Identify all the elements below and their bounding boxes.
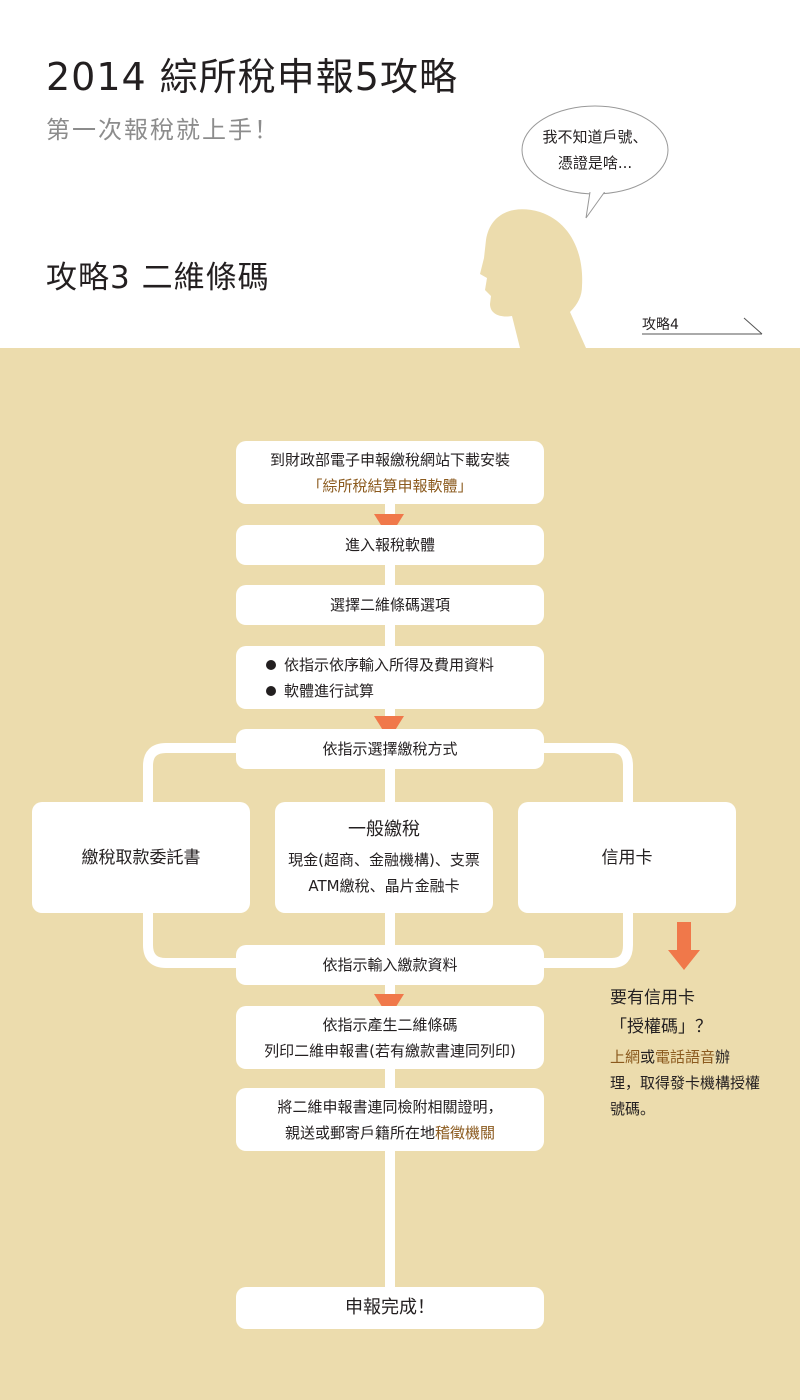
down-arrow-icon: [374, 716, 404, 740]
bullet-icon: [266, 659, 276, 670]
speech-bubble-text: 我不知道戶號、 憑證是啥...: [542, 128, 648, 172]
branch-left-top: [143, 743, 240, 803]
step-download-software: 到財政部電子申報繳稅網站下載安裝 「綜所稅結算申報軟體」: [236, 441, 544, 504]
credit-note-text: 上網或電話語音辦理，取得發卡機構授權號碼。: [610, 1048, 761, 1118]
step-choose-payment: 依指示選擇繳稅方式: [236, 729, 544, 769]
speech-bubble-icon: [521, 105, 669, 219]
section-title: 攻略3 二維條碼: [46, 260, 270, 296]
option-tax-withdrawal: 繳稅取款委託書: [32, 802, 250, 913]
down-arrow-icon: [668, 922, 700, 970]
step-choose-barcode: 選擇二維條碼選項: [236, 585, 544, 625]
step-input-data: 依指示依序輸入所得及費用資料 軟體進行試算: [236, 646, 544, 709]
page-subtitle: 第一次報稅就上手！: [46, 116, 280, 144]
step-enter-software: 進入報稅軟體: [236, 525, 544, 565]
bullet-icon: [266, 685, 276, 696]
step-generate-barcode: 依指示產生二維條碼 列印二維申報書(若有繳款書連同列印): [236, 1006, 544, 1069]
header-area: [0, 0, 800, 348]
next-guide-link[interactable]: 攻略4: [642, 317, 679, 333]
page-title: 2014 綜所稅申報5攻略: [46, 55, 458, 99]
branch-right-top: [540, 743, 633, 803]
step-submit-documents: 將二維申報書連同檢附相關證明， 親送或郵寄戶籍所在地稽徵機關: [236, 1088, 544, 1151]
credit-note-heading: 要有信用卡 「授權碼」？: [610, 988, 712, 1037]
header-illustration: [480, 105, 763, 348]
step-input-payment: 依指示輸入繳款資料: [236, 945, 544, 985]
option-credit-card: 信用卡: [518, 802, 736, 913]
next-link-underline: [642, 317, 763, 335]
option-general-payment: 一般繳稅 現金(超商、金融機構)、支票 ATM繳稅、晶片金融卡: [275, 802, 493, 913]
branch-left-bottom: [143, 908, 240, 968]
person-silhouette-icon: [480, 209, 586, 348]
step-complete: 申報完成！: [236, 1287, 544, 1329]
branch-right-bottom: [540, 908, 633, 968]
